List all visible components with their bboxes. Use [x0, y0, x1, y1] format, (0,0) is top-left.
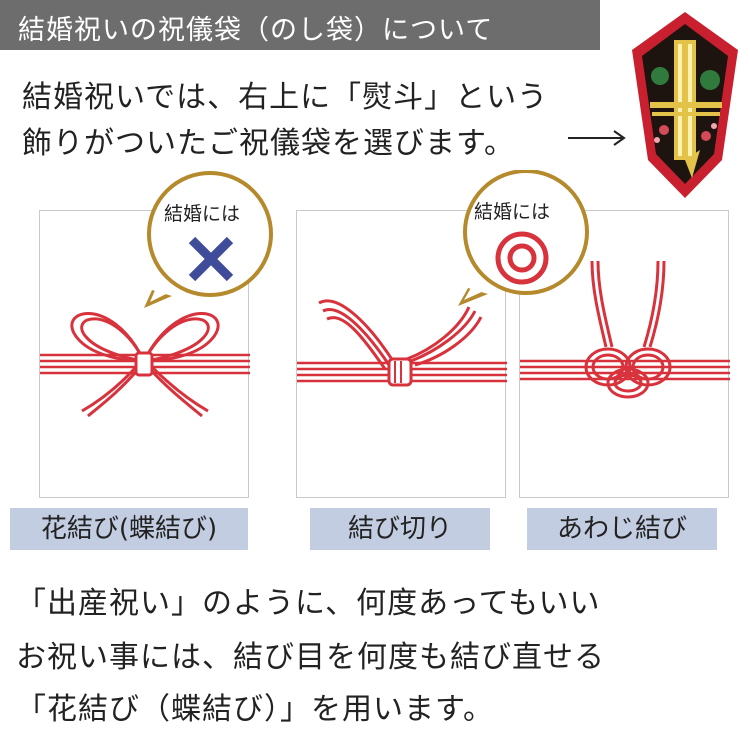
right-arrow-icon	[568, 130, 626, 146]
knot-label-awaji: あわじ結び	[527, 508, 717, 550]
outro-line-3: 「花結び（蝶結び）」を用います。	[16, 692, 494, 727]
awaji-knot-icon	[520, 260, 730, 399]
header-bar: 結婚祝いの祝儀袋（のし袋）について	[0, 0, 600, 50]
knot-label-musubikiri: 結び切り	[310, 508, 490, 550]
bubble-ng-text: 結婚には	[164, 203, 241, 225]
musubikiri-knot-icon	[297, 299, 507, 387]
outro-line-2: お祝い事には、結び目を何度も結び直せる	[16, 640, 605, 675]
intro-line-1: 結婚祝いでは、右上に「熨斗」という	[22, 80, 549, 115]
noshi-ornament-icon	[632, 12, 738, 198]
bow-knot-icon	[40, 312, 250, 418]
double-circle-icon	[495, 231, 549, 285]
bubble-ok-text: 結婚には	[474, 201, 551, 223]
intro-line-2: 飾りがついたご祝儀袋を選びます。	[22, 126, 515, 161]
speech-bubble-ng	[144, 171, 273, 308]
envelope-card-bow	[39, 210, 250, 498]
page-title: 結婚祝いの祝儀袋（のし袋）について	[18, 15, 494, 46]
outro-line-1: 「出産祝い」のように、何度あってもいい	[16, 586, 601, 621]
knot-label-bow: 花結び(蝶結び)	[10, 508, 248, 550]
cross-icon	[188, 236, 234, 282]
